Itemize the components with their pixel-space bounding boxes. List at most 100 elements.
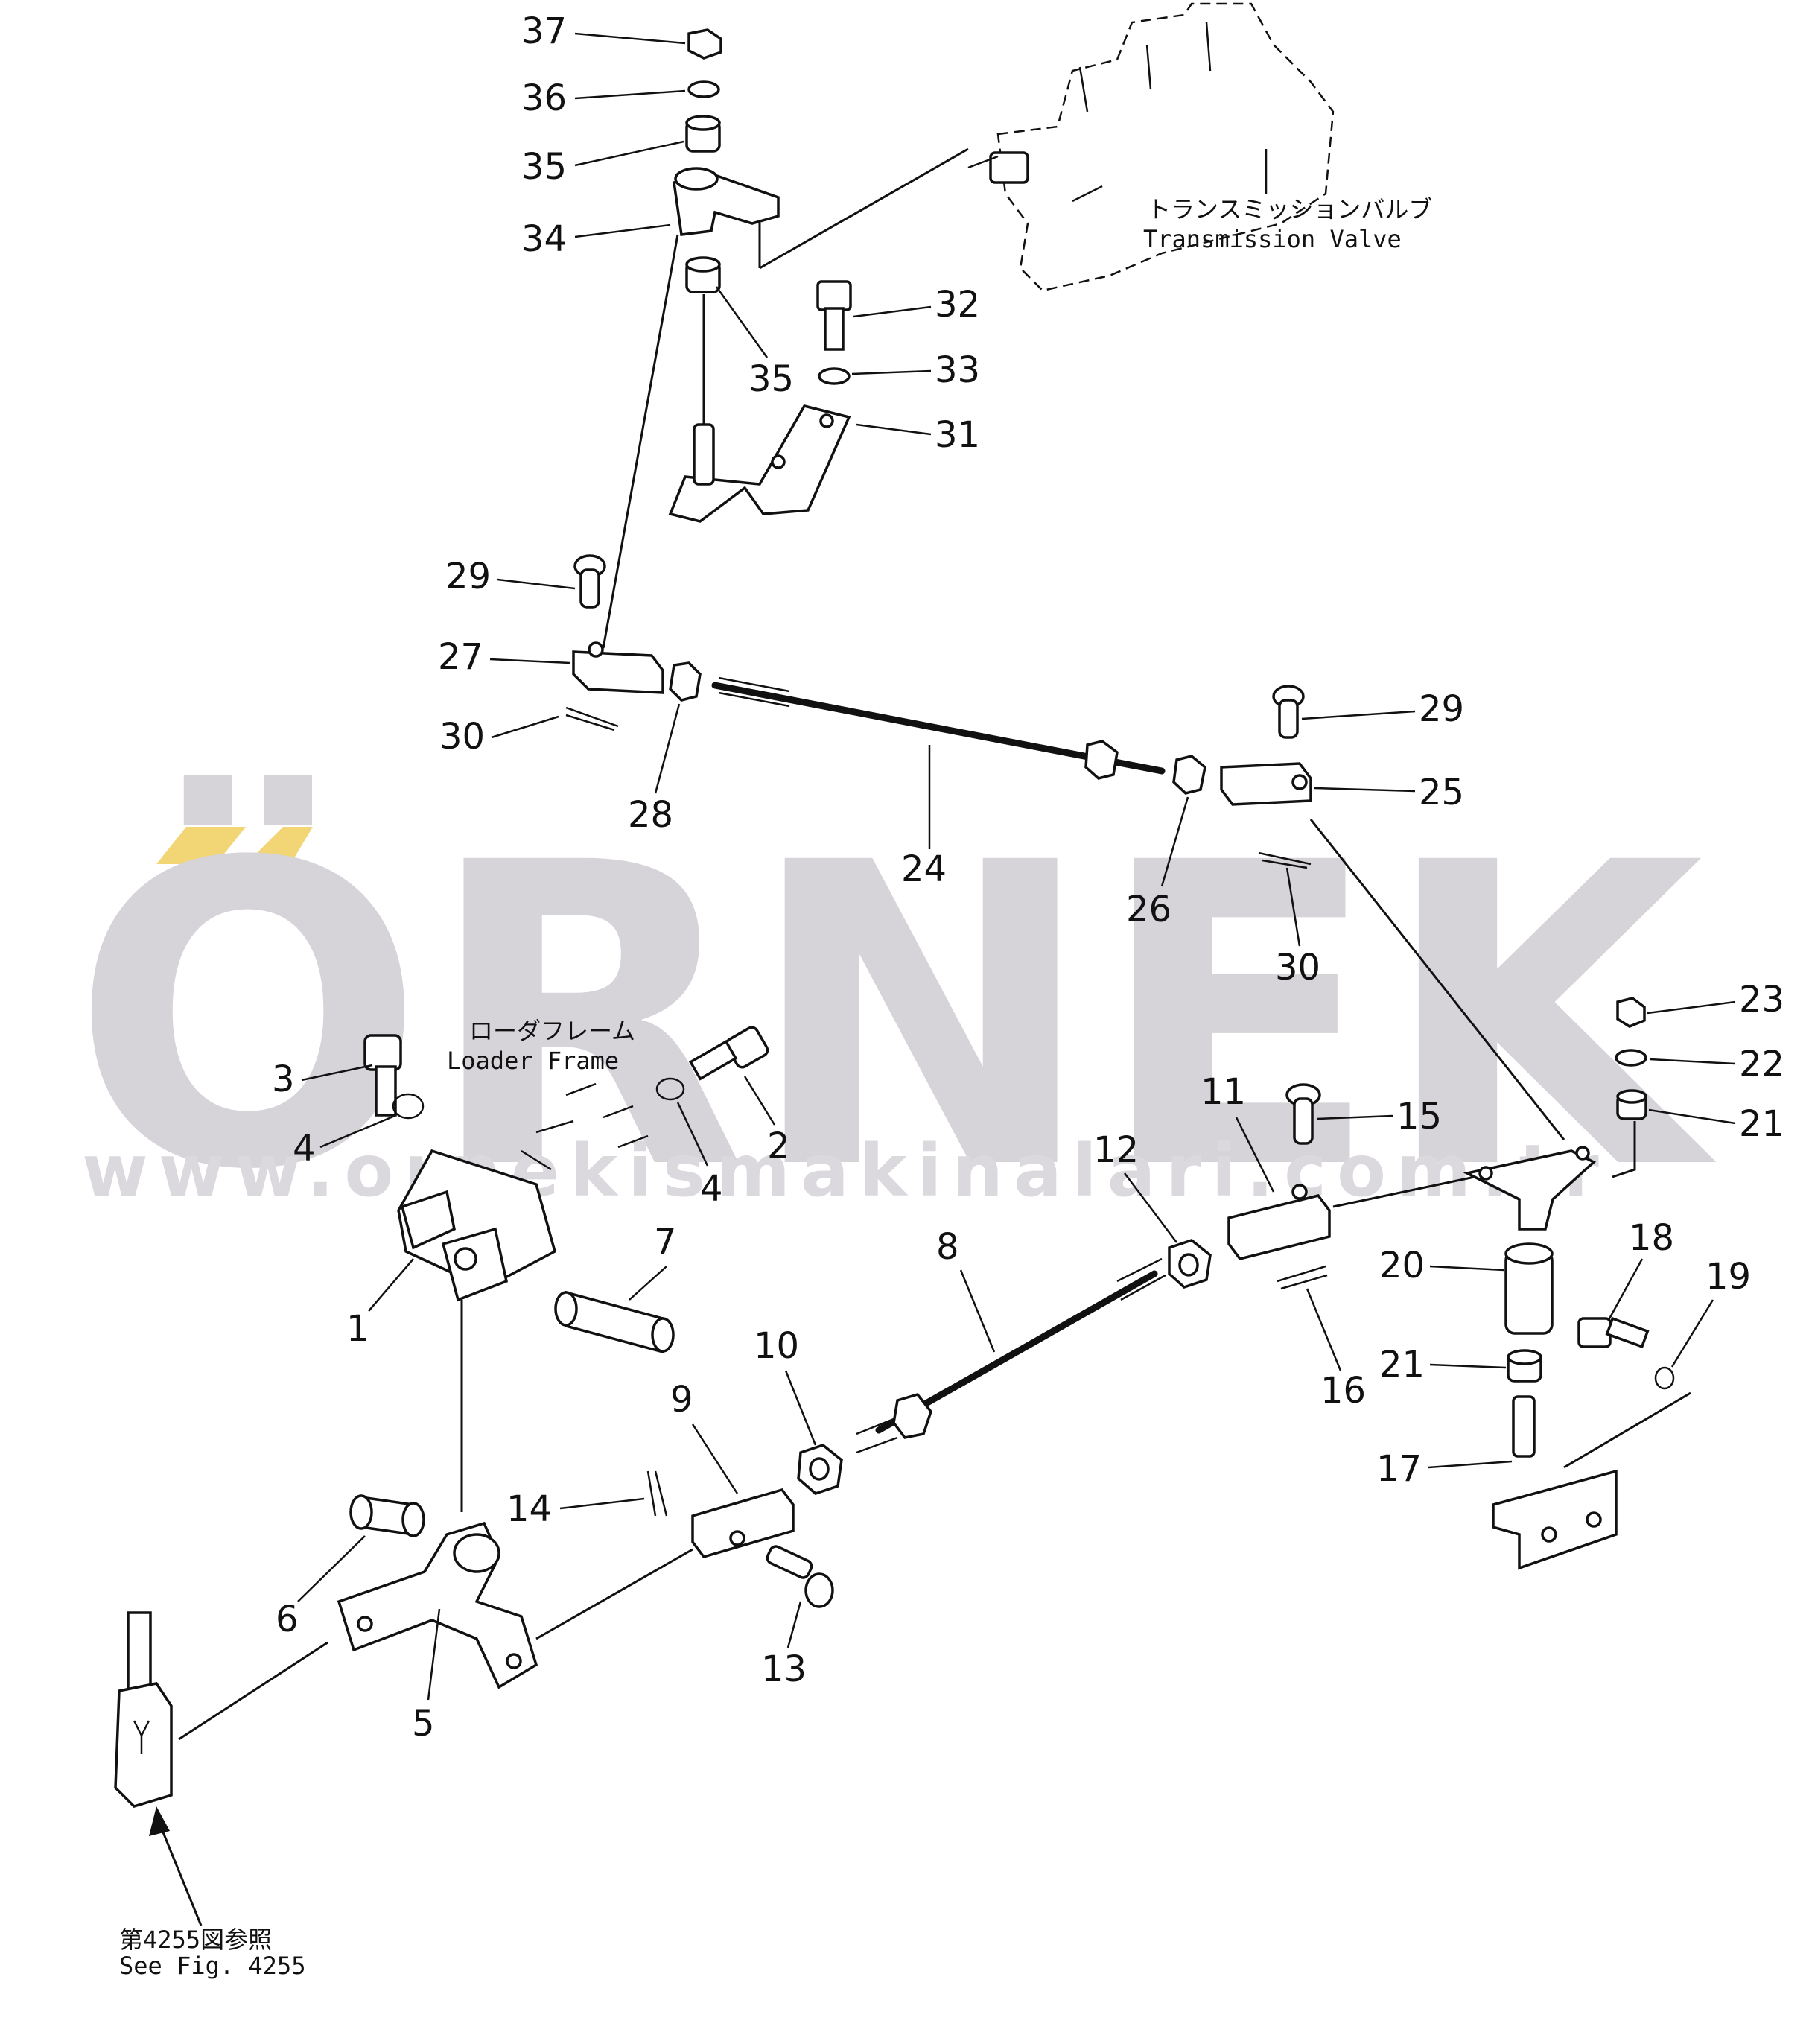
callout-10: 10	[754, 1325, 799, 1367]
loader-frame-jp-label: ローダフレーム	[469, 1017, 635, 1045]
callout-30-right: 30	[1275, 947, 1320, 988]
callout-12: 12	[1093, 1129, 1139, 1171]
loader-frame-en-label: Loader Frame	[447, 1047, 619, 1075]
leader-9-to-5	[535, 1548, 693, 1640]
see-fig-jp-label: 第4255図参照	[119, 1926, 272, 1954]
callout-20: 20	[1379, 1245, 1425, 1286]
part-24-nut-right	[1084, 740, 1119, 780]
part-12-nut	[1168, 1239, 1212, 1289]
transmission-valve-jp-label: トランスミッションバルブ	[1147, 195, 1432, 223]
part-23-nut	[1616, 997, 1646, 1028]
see-fig-en-label: See Fig. 4255	[119, 1952, 305, 1980]
part-26-nut	[1172, 755, 1206, 795]
callout-1: 1	[346, 1308, 369, 1350]
callout-36: 36	[521, 77, 567, 119]
callout-29-right: 29	[1419, 688, 1464, 730]
part-3-bolt	[363, 1034, 402, 1117]
part-36-washer	[687, 80, 720, 98]
part-24-thread-left	[718, 676, 790, 708]
part-29-pin-right	[1272, 685, 1305, 739]
callout-33: 33	[935, 349, 980, 391]
see-fig-arrow	[149, 1806, 203, 1926]
part-37-nut	[687, 28, 722, 60]
callout-5: 5	[412, 1703, 435, 1745]
part-20-lever	[1463, 1146, 1597, 1335]
callout-15: 15	[1396, 1096, 1442, 1137]
transmission-valve-en-label: Transmission Valve	[1143, 225, 1402, 253]
part-10-nut	[797, 1444, 843, 1495]
leader-19-to-17	[1563, 1391, 1691, 1469]
part-35-bushing-upper	[685, 115, 721, 153]
part-35-bushing-lower	[685, 256, 721, 293]
leader-valve-link	[759, 147, 969, 270]
transmission-valve	[967, 2, 1335, 292]
part-19-snap-ring	[1654, 1366, 1675, 1390]
part-8-thread-right	[1116, 1257, 1166, 1301]
part-25-clevis	[1220, 762, 1312, 806]
part-14-cotter	[646, 1470, 668, 1517]
part-33-washer	[818, 367, 851, 385]
part-21-bushing-lower	[1507, 1349, 1542, 1383]
callout-2: 2	[767, 1126, 790, 1167]
part-17-bracket	[1492, 1395, 1618, 1570]
callout-9: 9	[670, 1379, 693, 1421]
callout-25: 25	[1419, 772, 1464, 813]
callout-23: 23	[1739, 979, 1784, 1021]
callout-24: 24	[901, 848, 947, 890]
part-28-nut	[669, 661, 702, 702]
part-1-bracket	[397, 1149, 557, 1302]
callout-37: 37	[521, 10, 567, 52]
leader-21-to-20	[1612, 1121, 1636, 1178]
callout-21-upper: 21	[1739, 1103, 1784, 1145]
callout-4-right: 4	[700, 1168, 723, 1210]
part-18-bolt	[1577, 1316, 1650, 1349]
loader-frame-sketch	[521, 1082, 649, 1171]
part-6-bushing	[349, 1494, 425, 1537]
part-29-pin-left	[573, 554, 606, 609]
callout-34: 34	[521, 218, 567, 260]
callout-31: 31	[935, 414, 980, 456]
callouts: 37 36 35 34 35 32 33 31 29 27 30 28	[272, 10, 1784, 1745]
callout-32: 32	[935, 284, 980, 326]
part-7-pin	[554, 1290, 675, 1354]
part-27-clevis	[572, 641, 664, 694]
part-4-snap-ring-left	[392, 1093, 425, 1120]
shaft	[114, 1611, 173, 1808]
callout-18: 18	[1629, 1217, 1674, 1259]
part-4-snap-ring-right	[655, 1077, 685, 1101]
callout-35-lower: 35	[748, 358, 794, 400]
callout-3: 3	[272, 1058, 295, 1100]
callout-28: 28	[628, 794, 673, 836]
part-30-cotter-right	[1258, 851, 1312, 869]
part-16-cotter	[1277, 1265, 1328, 1290]
callout-26: 26	[1126, 889, 1171, 930]
part-22-washer	[1615, 1049, 1647, 1067]
callout-22: 22	[1739, 1044, 1784, 1085]
watermark-brand: ÖRNEK	[71, 771, 1719, 1261]
leader-11-to-20	[1332, 1175, 1475, 1208]
callout-8: 8	[936, 1226, 959, 1268]
callout-13: 13	[761, 1648, 807, 1690]
part-9-clevis	[691, 1488, 795, 1559]
leader-shaft-to-5	[178, 1641, 328, 1741]
callout-21-lower: 21	[1379, 1344, 1425, 1386]
part-2-bolt	[688, 1026, 769, 1081]
callout-29-left: 29	[445, 556, 491, 597]
callout-17: 17	[1376, 1448, 1422, 1490]
watermark: ÖRNEK www.ornekismakinalari.com.tr	[71, 771, 1719, 1261]
callout-11: 11	[1201, 1071, 1246, 1113]
callout-4-left: 4	[293, 1128, 316, 1169]
part-34-lever	[673, 167, 780, 236]
part-30-cotter-left	[565, 706, 619, 731]
leader-25-to-20	[1309, 819, 1565, 1140]
part-31-bracket	[668, 404, 851, 523]
callout-7: 7	[654, 1221, 677, 1263]
part-13-pin	[766, 1545, 834, 1608]
callout-6: 6	[276, 1599, 299, 1640]
part-8-thread-left	[856, 1418, 898, 1454]
part-5-lever	[337, 1521, 538, 1689]
callout-16: 16	[1320, 1370, 1366, 1412]
part-21-bushing-upper	[1616, 1089, 1647, 1120]
callout-14: 14	[506, 1488, 552, 1530]
